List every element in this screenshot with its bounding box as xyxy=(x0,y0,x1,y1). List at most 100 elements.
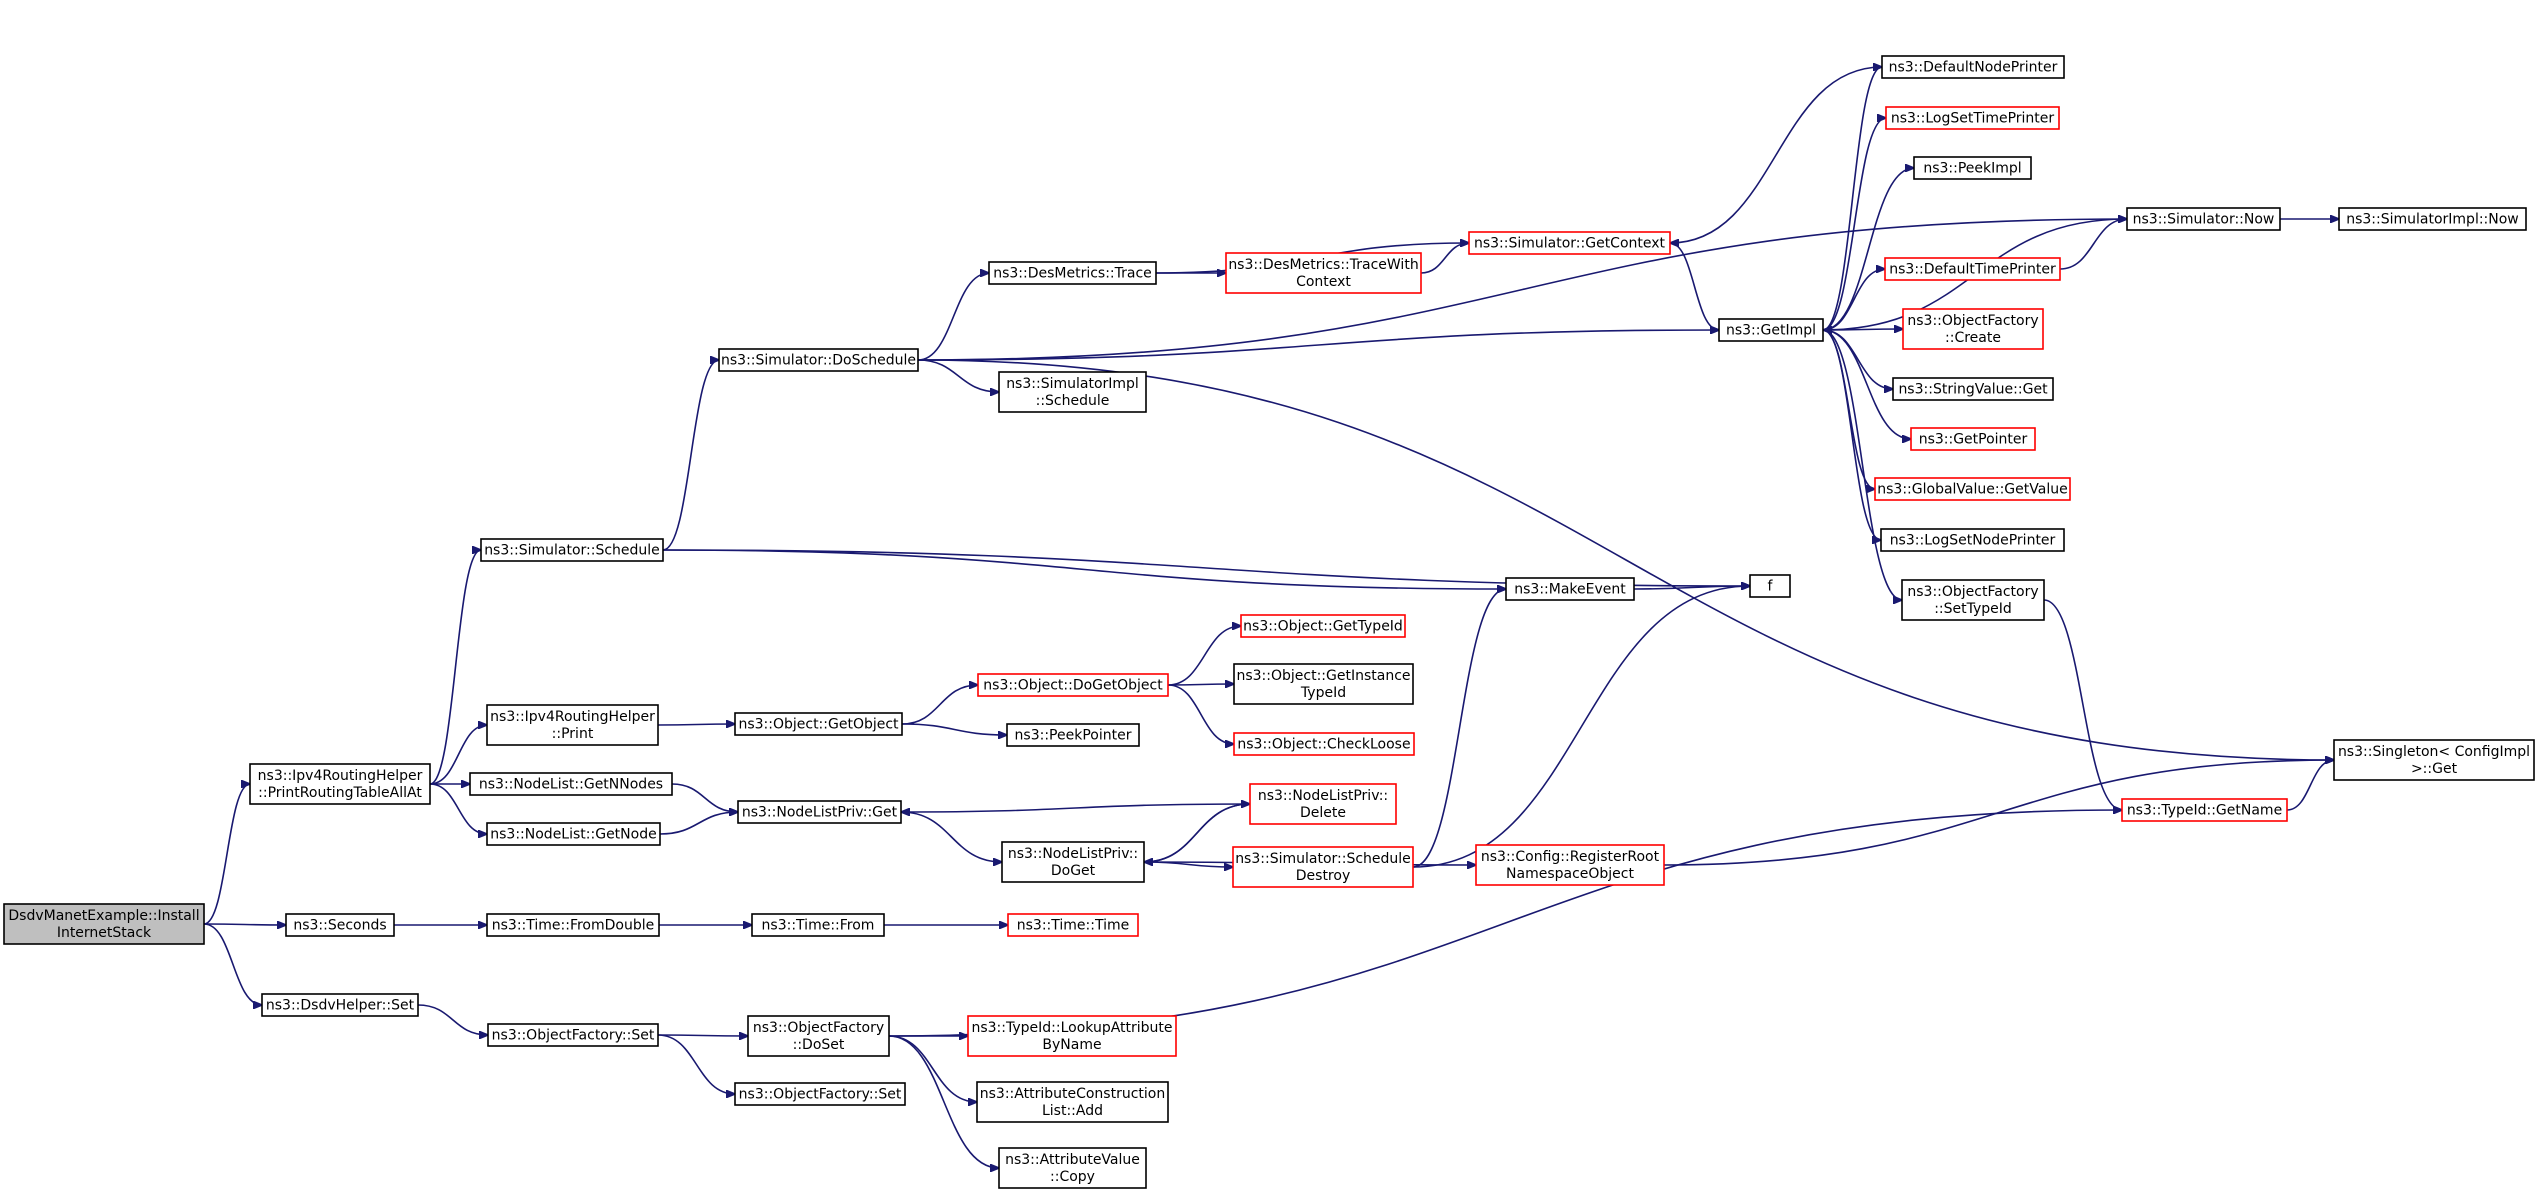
graph-node-n47[interactable]: ns3::TypeId::GetName xyxy=(2121,798,2288,822)
node-label: >::Get xyxy=(2411,761,2458,777)
node-label: ns3::TypeId::GetName xyxy=(2127,803,2282,819)
graph-node-n40[interactable]: ns3::ObjectFactory::Create xyxy=(1902,308,2044,350)
graph-node-n35[interactable]: f xyxy=(1749,574,1791,598)
node-box xyxy=(967,1015,1177,1057)
node-label: ns3::StringValue::Get xyxy=(1898,382,2048,398)
node-label: ns3::NodeListPriv:: xyxy=(1008,846,1138,862)
node-box xyxy=(1913,156,2032,180)
graph-node-n29[interactable]: ns3::NodeListPriv::Delete xyxy=(1249,783,1397,825)
node-box xyxy=(1468,231,1671,255)
node-label: ns3::GetPointer xyxy=(1919,432,2028,448)
graph-node-n21[interactable]: ns3::Time::Time xyxy=(1007,913,1139,937)
node-box xyxy=(2338,207,2527,231)
edge-n11-to-n19 xyxy=(901,723,1007,735)
node-label: ns3::ObjectFactory xyxy=(753,1020,884,1036)
edge-n9-to-n14 xyxy=(657,1035,748,1036)
graph-node-n49[interactable]: ns3::Singleton< ConfigImpl >::Get xyxy=(2333,739,2535,781)
graph-node-n31[interactable]: ns3::Simulator::GetContext xyxy=(1468,231,1671,255)
graph-node-n48[interactable]: ns3::SimulatorImpl::Now xyxy=(2338,207,2527,231)
graph-node-n41[interactable]: ns3::StringValue::Get xyxy=(1892,377,2054,401)
graph-node-n10[interactable]: ns3::Simulator::DoSchedule xyxy=(718,348,919,372)
node-box xyxy=(1001,841,1145,883)
graph-node-n12[interactable]: ns3::NodeListPriv::Get xyxy=(737,800,902,824)
node-box xyxy=(1910,427,2036,451)
edge-n18-to-n26 xyxy=(1167,626,1241,686)
graph-node-n28[interactable]: ns3::Object::CheckLoose xyxy=(1233,732,1415,756)
graph-node-n37[interactable]: ns3::LogSetTimePrinter xyxy=(1885,106,2060,130)
graph-node-n24[interactable]: ns3::AttributeValue::Copy xyxy=(998,1147,1147,1189)
graph-node-n39[interactable]: ns3::DefaultTimePrinter xyxy=(1884,257,2061,281)
node-label: ns3::ObjectFactory::Set xyxy=(739,1087,902,1103)
edge-n7-to-n12 xyxy=(659,812,738,835)
nodes-layer: DsdvManetExample::InstallInternetStackns… xyxy=(3,55,2535,1189)
node-label: ns3::ObjectFactory xyxy=(1907,313,2038,329)
graph-node-n2[interactable]: ns3::Seconds xyxy=(285,913,395,937)
edge-n9-to-n15 xyxy=(657,1034,735,1094)
graph-node-n3[interactable]: ns3::DsdvHelper::Set xyxy=(261,993,419,1017)
node-label: ByName xyxy=(1042,1037,1101,1053)
edge-n29-to-n20 xyxy=(1144,803,1251,862)
graph-node-n17[interactable]: ns3::SimulatorImpl::Schedule xyxy=(998,371,1147,413)
graph-node-n46[interactable]: ns3::Simulator::Now xyxy=(2126,207,2281,231)
graph-node-n8[interactable]: ns3::Time::FromDouble xyxy=(486,913,660,937)
edge-n25-to-n31 xyxy=(1420,243,1469,274)
graph-node-n42[interactable]: ns3::GetPointer xyxy=(1910,427,2036,451)
node-label: ::Print xyxy=(552,726,594,742)
graph-node-n15[interactable]: ns3::ObjectFactory::Set xyxy=(734,1082,906,1106)
graph-node-n45[interactable]: ns3::ObjectFactory::SetTypeId xyxy=(1901,579,2045,621)
graph-node-n18[interactable]: ns3::Object::DoGetObject xyxy=(977,673,1169,697)
edge-n34-to-n44 xyxy=(1822,329,1881,540)
node-label: ns3::Object::GetTypeId xyxy=(1243,619,1403,635)
graph-node-n44[interactable]: ns3::LogSetNodePrinter xyxy=(1880,528,2065,552)
graph-node-n13[interactable]: ns3::Time::From xyxy=(751,913,885,937)
node-label: Context xyxy=(1296,274,1351,290)
node-box xyxy=(1874,477,2071,501)
node-label: TypeId xyxy=(1300,685,1346,701)
graph-node-n38[interactable]: ns3::PeekImpl xyxy=(1913,156,2032,180)
node-box xyxy=(734,1082,906,1106)
node-label: ns3::LogSetNodePrinter xyxy=(1890,533,2056,549)
edge-n34-to-n36 xyxy=(1822,67,1882,331)
node-box xyxy=(3,903,205,945)
graph-node-n26[interactable]: ns3::Object::GetTypeId xyxy=(1240,614,1406,638)
node-label: DsdvManetExample::Install xyxy=(8,908,199,924)
graph-node-n11[interactable]: ns3::Object::GetObject xyxy=(734,712,903,736)
graph-node-n43[interactable]: ns3::GlobalValue::GetValue xyxy=(1874,477,2071,501)
graph-node-n4[interactable]: ns3::Simulator::Schedule xyxy=(480,538,664,562)
graph-node-n1[interactable]: ns3::Ipv4RoutingHelper::PrintRoutingTabl… xyxy=(249,763,431,805)
graph-node-n16[interactable]: ns3::DesMetrics::Trace xyxy=(988,261,1157,285)
node-label: ns3::Time::FromDouble xyxy=(492,918,655,934)
graph-node-n32[interactable]: ns3::MakeEvent xyxy=(1505,577,1635,601)
node-box xyxy=(1881,55,2065,79)
node-label: ::Create xyxy=(1945,330,2001,346)
graph-node-n5[interactable]: ns3::Ipv4RoutingHelper::Print xyxy=(486,704,659,746)
node-label: ns3::DesMetrics::Trace xyxy=(993,266,1152,282)
node-box xyxy=(1249,783,1397,825)
graph-node-n9[interactable]: ns3::ObjectFactory::Set xyxy=(487,1023,659,1047)
edge-n32-to-n35 xyxy=(1633,586,1750,589)
node-box xyxy=(1892,377,2054,401)
graph-node-n34[interactable]: ns3::GetImpl xyxy=(1718,318,1824,342)
node-box xyxy=(988,261,1157,285)
graph-node-n6[interactable]: ns3::NodeList::GetNNodes xyxy=(469,772,673,796)
node-label: ns3::Ipv4RoutingHelper xyxy=(490,709,655,725)
node-box xyxy=(751,913,885,937)
graph-node-n36[interactable]: ns3::DefaultNodePrinter xyxy=(1881,55,2065,79)
edge-n3-to-n9 xyxy=(417,1004,488,1035)
node-box xyxy=(1880,528,2065,552)
node-box xyxy=(480,538,664,562)
graph-node-n14[interactable]: ns3::ObjectFactory::DoSet xyxy=(747,1015,890,1057)
graph-node-n19[interactable]: ns3::PeekPointer xyxy=(1006,723,1140,747)
edge-n10-to-n17 xyxy=(917,359,999,392)
node-label: ns3::Seconds xyxy=(293,918,386,934)
graph-node-n7[interactable]: ns3::NodeList::GetNode xyxy=(486,822,661,846)
graph-node-n20[interactable]: ns3::NodeListPriv::DoGet xyxy=(1001,841,1145,883)
